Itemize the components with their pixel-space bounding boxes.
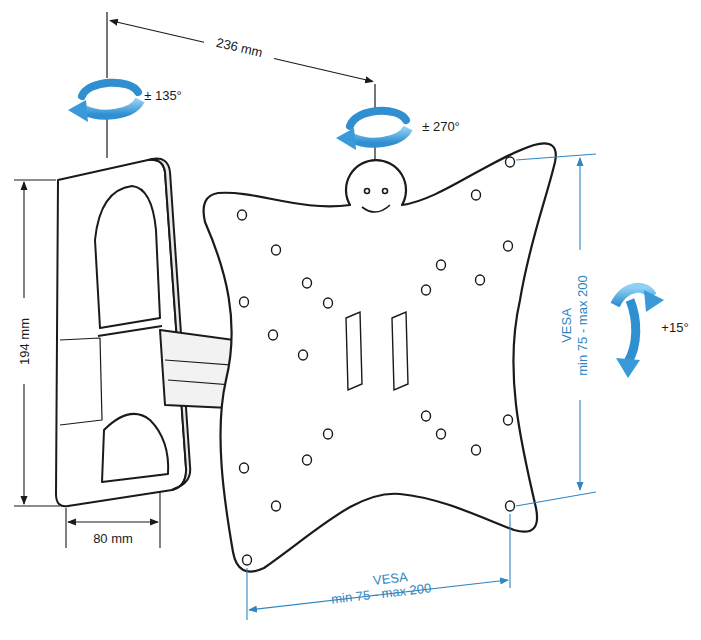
angle-label: ± 270°	[420, 119, 462, 134]
vesa-plate	[204, 143, 556, 571]
rotation-arrow	[68, 83, 140, 122]
axis-lines	[107, 12, 375, 168]
dimension-label: 236 mm	[212, 34, 265, 60]
tilt-arrow	[615, 288, 664, 378]
dimension-label: 80 mm	[91, 531, 135, 546]
angle-label: +15°	[659, 320, 690, 335]
dimension-line	[247, 514, 510, 620]
dimension-line	[110, 21, 373, 82]
angle-label: ± 135°	[142, 88, 184, 103]
dimension-label: 194 mm	[17, 316, 32, 367]
dimension-line	[516, 154, 596, 506]
dimension-line	[66, 492, 160, 548]
rotation-arrow	[336, 111, 408, 150]
vesa-label: VESA	[559, 306, 574, 345]
dimension-line	[14, 180, 60, 506]
vesa-label: min 75 - max 200	[575, 273, 590, 377]
